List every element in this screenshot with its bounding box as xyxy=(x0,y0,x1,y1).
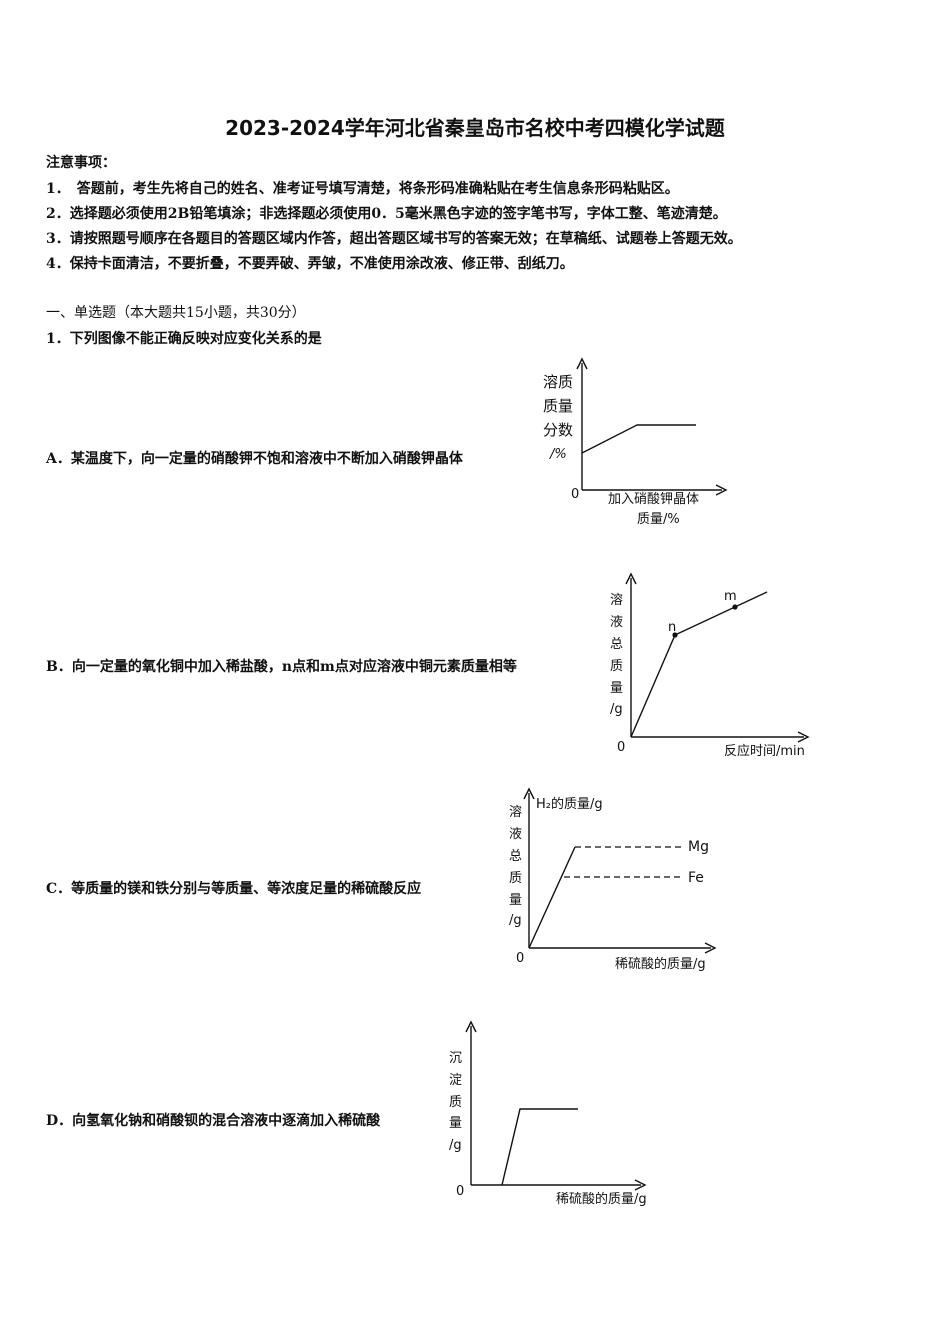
option-a[interactable]: A．某温度下，向一定量的硝酸钾不饱和溶液中不断加入硝酸钾晶体 xyxy=(46,451,463,467)
y-label: 溶 xyxy=(509,805,522,820)
y-label: 质 xyxy=(449,1095,462,1110)
arrow-y xyxy=(576,357,588,370)
question-stem: 1．下列图像不能正确反映对应变化关系的是 xyxy=(46,331,322,347)
option-d[interactable]: D．向氢氧化钠和硝酸钡的混合溶液中逐滴加入稀硫酸 xyxy=(46,1113,381,1129)
arrow-x xyxy=(704,942,717,954)
notice-heading: 注意事项： xyxy=(46,155,116,171)
origin-label: 0 xyxy=(456,1184,464,1199)
notice-item: 4．保持卡面清洁，不要折叠，不要弄破、弄皱，不准使用涂改液、修正带、刮纸刀。 xyxy=(46,256,574,272)
x-label: 质量/% xyxy=(637,512,680,527)
point-m xyxy=(732,604,738,610)
x-label: 加入硝酸钾晶体 xyxy=(608,492,699,507)
y-label: 溶 xyxy=(610,593,623,608)
arrow-x xyxy=(797,731,810,743)
arrow-x xyxy=(634,1179,647,1191)
arrow-y xyxy=(625,572,637,585)
x-label: 反应时间/min xyxy=(724,743,805,759)
y-label: /g xyxy=(610,702,623,717)
y-label: /g xyxy=(509,913,522,928)
point-label: m xyxy=(724,589,737,604)
curve xyxy=(630,591,768,738)
notice-item: 2．选择题必须使用2B铅笔填涂；非选择题必须使用0．5毫米黑色字迹的签字笔书写，… xyxy=(46,206,727,222)
arrow-y xyxy=(523,787,535,800)
x-label: 稀硫酸的质量/g xyxy=(556,1191,647,1207)
option-c[interactable]: C．等质量的镁和铁分别与等质量、等浓度足量的稀硫酸反应 xyxy=(46,881,422,897)
y-label: 总 xyxy=(610,637,623,652)
section-heading: 一、单选题（本大题共15小题，共30分） xyxy=(46,305,306,321)
arrow-y xyxy=(465,1020,477,1033)
x-label: 稀硫酸的质量/g xyxy=(615,956,706,972)
curve xyxy=(581,424,696,454)
option-b[interactable]: B．向一定量的氧化铜中加入稀盐酸，n点和m点对应溶液中铜元素质量相等 xyxy=(46,659,517,675)
y-label: 质 xyxy=(509,871,522,886)
y-label: 沉 xyxy=(449,1051,462,1066)
page-title: 2023-2024学年河北省秦皇岛市名校中考四模化学试题 xyxy=(225,116,725,140)
series-label: Fe xyxy=(688,870,704,886)
y-label: 液 xyxy=(509,827,522,842)
notice-item: 3．请按照题号顺序在各题目的答题区域内作答，超出答题区域书写的答案无效；在草稿纸… xyxy=(46,231,742,247)
point-label: n xyxy=(668,620,676,635)
notice-item: 1． 答题前，考生先将自己的姓名、准考证号填写清楚，将条形码准确粘贴在考生信息条… xyxy=(46,181,679,197)
curve-mg xyxy=(528,846,576,949)
y-label: /% xyxy=(549,447,567,462)
arrow-x xyxy=(715,484,728,496)
y-label: 总 xyxy=(509,849,522,864)
y-label: 量 xyxy=(449,1116,462,1131)
top-label: H₂的质量/g xyxy=(536,796,603,812)
series-label: Mg xyxy=(688,839,709,855)
y-label: 质 xyxy=(610,659,623,674)
point-n xyxy=(672,632,678,638)
y-label: 淀 xyxy=(449,1073,462,1088)
y-label: /g xyxy=(449,1138,462,1153)
graph-b: n m 溶 液 总 质 量 /g 0 反应时间/min xyxy=(610,572,810,759)
y-label: 分数 xyxy=(543,421,573,439)
graph-a: 溶质 质量 分数 /% 0 加入硝酸钾晶体 质量/% xyxy=(543,357,728,527)
curve xyxy=(501,1108,578,1186)
y-label: 溶质 xyxy=(543,373,573,391)
origin-label: 0 xyxy=(516,951,524,966)
origin-label: 0 xyxy=(617,740,625,755)
y-label: 量 xyxy=(509,893,522,908)
y-label: 液 xyxy=(610,615,623,630)
y-label: 量 xyxy=(610,681,623,696)
y-label: 质量 xyxy=(543,397,573,415)
origin-label: 0 xyxy=(571,487,579,502)
graph-d: 沉 淀 质 量 /g 0 稀硫酸的质量/g xyxy=(449,1020,647,1207)
graph-c: H₂的质量/g Mg Fe 溶 液 总 质 量 /g 0 稀硫酸的质量/g xyxy=(509,787,717,972)
